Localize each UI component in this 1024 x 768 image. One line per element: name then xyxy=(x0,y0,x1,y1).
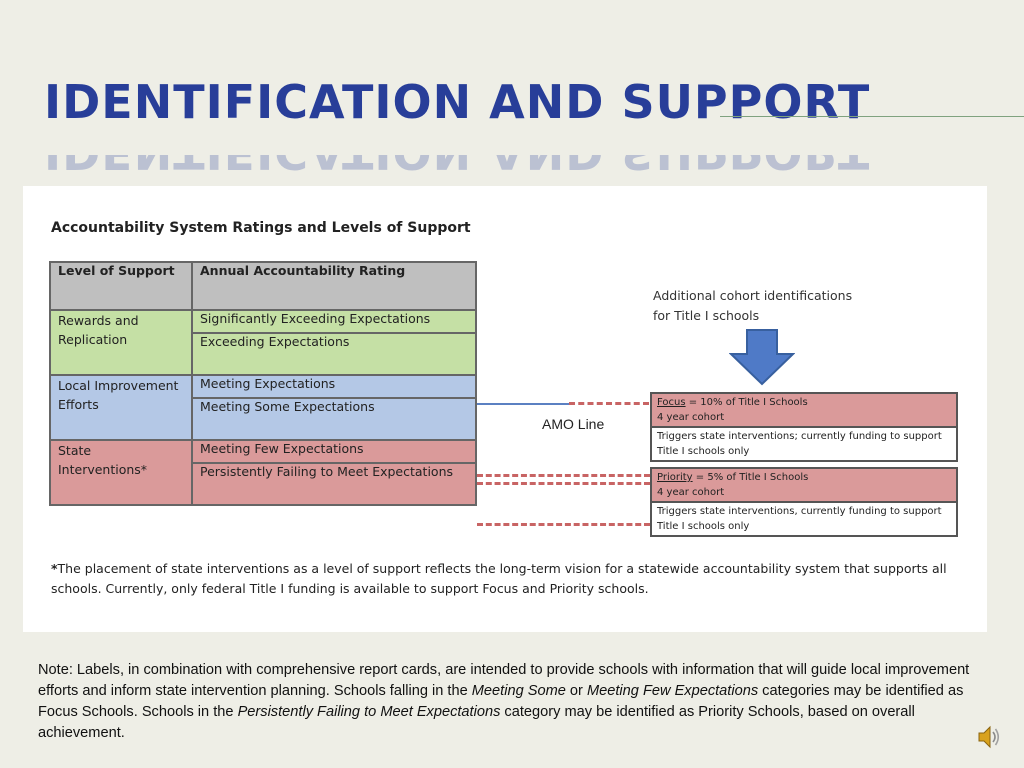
priority-box: Priority = 5% of Title I Schools 4 year … xyxy=(650,467,958,537)
table-row: Rewards and Replication Significantly Ex… xyxy=(49,309,477,376)
priority-cohort: 4 year cohort xyxy=(657,487,725,498)
speaker-icon[interactable] xyxy=(976,724,1002,750)
level-local: Local Improvement Efforts xyxy=(49,374,193,441)
footnote-text: The placement of state interventions as … xyxy=(51,561,947,596)
note-emphasis: Persistently Failing to Meet Expectation… xyxy=(237,704,501,720)
focus-box-header: Focus = 10% of Title I Schools 4 year co… xyxy=(652,394,956,428)
note-text: Note: Labels, in combination with compre… xyxy=(38,662,970,699)
priority-percent: = 5% of Title I Schools xyxy=(692,472,809,483)
note-text: categories may be identified as Focus Sc… xyxy=(38,683,964,720)
header-rating: Annual Accountability Rating xyxy=(191,261,477,311)
focus-desc-line: Triggers state interventions; currently … xyxy=(657,431,942,442)
cohort-note-line: Additional cohort identifications xyxy=(653,288,853,303)
priority-desc-line: Title I schools only xyxy=(657,521,750,532)
table-row: Persistently Failing to Meet Expectation… xyxy=(50,462,477,506)
priority-box-header: Priority = 5% of Title I Schools 4 year … xyxy=(652,469,956,503)
rating-cell: Significantly Exceeding Expectations xyxy=(191,309,477,334)
table-row: Exceeding Expectations xyxy=(50,332,477,376)
focus-keyword: Focus xyxy=(657,397,686,408)
focus-desc-line: Title I schools only xyxy=(657,446,750,457)
arrow-down-icon xyxy=(729,329,795,386)
table-row: Local Improvement Efforts Meeting Expect… xyxy=(49,374,477,441)
rating-cell: Meeting Few Expectations xyxy=(191,439,477,464)
figure-footnote: *The placement of state interventions as… xyxy=(51,559,951,599)
focus-cohort: 4 year cohort xyxy=(657,412,725,423)
note-text: category may be identified as Priority S… xyxy=(38,704,915,741)
priority-keyword: Priority xyxy=(657,472,693,483)
slide-note: Note: Labels, in combination with compre… xyxy=(38,660,988,744)
level-state: State Interventions* xyxy=(49,439,193,506)
level-rewards: Rewards and Replication xyxy=(49,309,193,376)
focus-percent: = 10% of Title I Schools xyxy=(685,397,808,408)
note-text: or xyxy=(565,683,587,699)
table-row: State Interventions* Meeting Few Expecta… xyxy=(49,439,477,506)
priority-desc-line: Triggers state interventions, currently … xyxy=(657,506,942,517)
footnote-star: * xyxy=(51,561,58,576)
amo-label: AMO Line xyxy=(542,416,605,432)
priority-box-desc: Triggers state interventions, currently … xyxy=(652,503,956,535)
cohort-note-line: for Title I schools xyxy=(653,308,760,323)
rating-cell: Meeting Some Expectations xyxy=(191,397,477,441)
priority-connector xyxy=(477,474,650,477)
rating-cell: Meeting Expectations xyxy=(191,374,477,399)
figure-title: Accountability System Ratings and Levels… xyxy=(51,220,471,236)
note-emphasis: Meeting Few Expectations xyxy=(586,683,759,699)
rating-cell: Persistently Failing to Meet Expectation… xyxy=(191,462,477,506)
cohort-note: Additional cohort identifications for Ti… xyxy=(653,286,852,326)
title-rule xyxy=(720,116,1024,117)
priority-connector xyxy=(477,523,650,526)
note-emphasis: Meeting Some xyxy=(471,683,566,699)
rating-cell: Exceeding Expectations xyxy=(191,332,477,376)
table-row: Meeting Some Expectations xyxy=(50,397,477,441)
focus-box-desc: Triggers state interventions; currently … xyxy=(652,428,956,460)
slide-title: IDENTIFICATION AND SUPPORT xyxy=(44,75,871,129)
figure-panel: Accountability System Ratings and Levels… xyxy=(23,186,987,632)
focus-box: Focus = 10% of Title I Schools 4 year co… xyxy=(650,392,958,462)
amo-line xyxy=(477,403,569,405)
ratings-table: Level of Support Annual Accountability R… xyxy=(49,261,477,506)
header-level: Level of Support xyxy=(49,261,193,311)
table-header-row: Level of Support Annual Accountability R… xyxy=(49,261,477,311)
priority-connector xyxy=(477,482,650,485)
focus-connector xyxy=(569,402,649,405)
